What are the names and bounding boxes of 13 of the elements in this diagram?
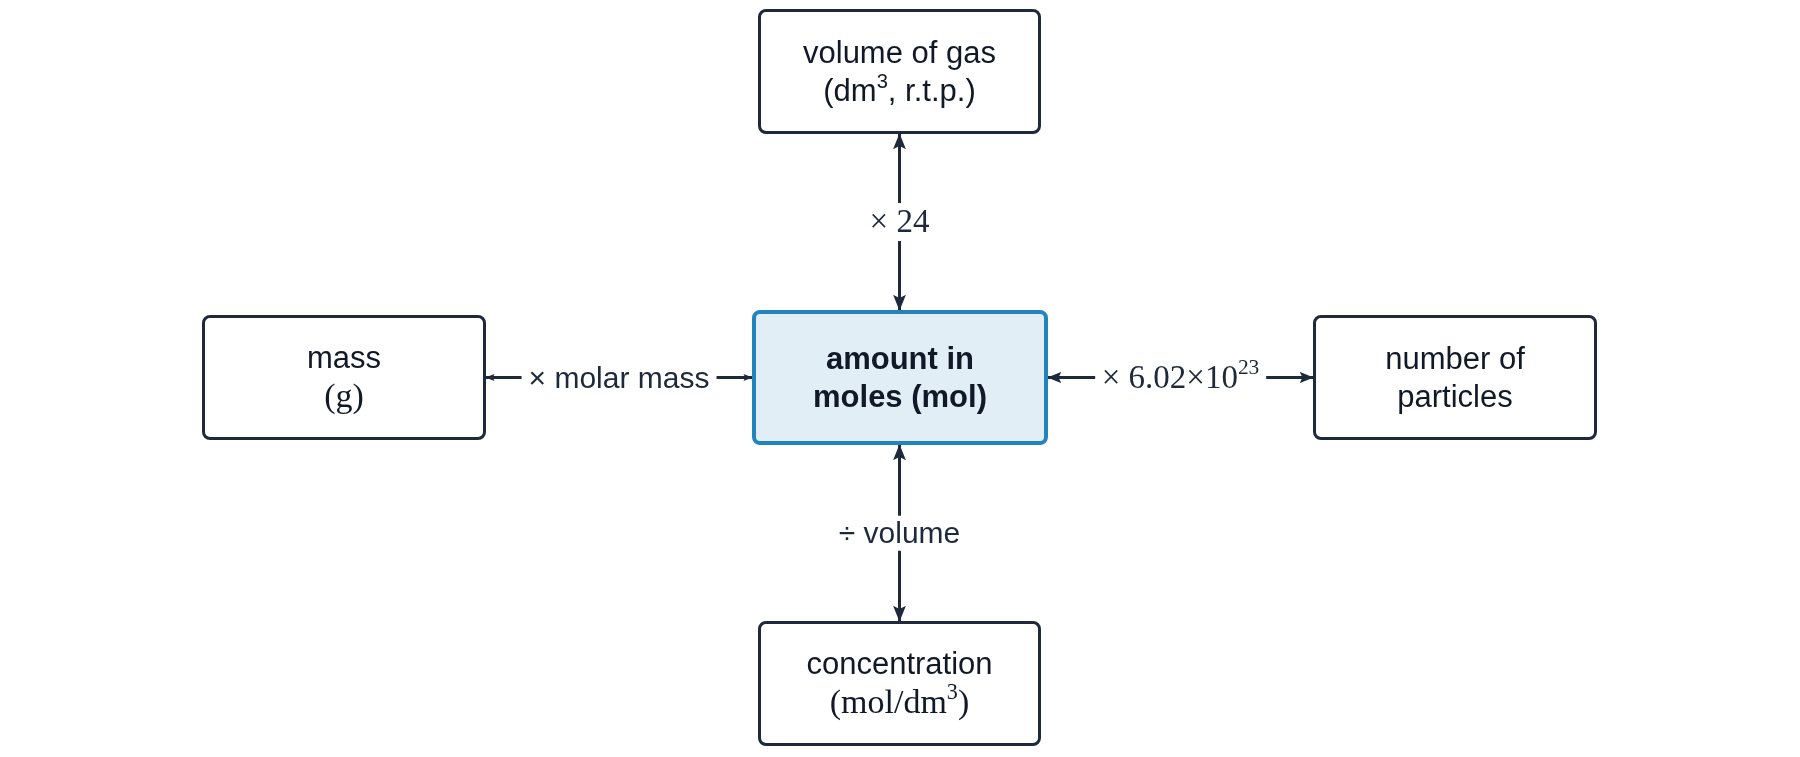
quantity-box xyxy=(1313,315,1597,440)
box-label: volume of gas xyxy=(803,34,996,72)
unit-label: (dm$^{3}$, r.t.p.) xyxy=(823,71,976,109)
box-title: amount in moles (mol) xyxy=(812,340,988,415)
quantity-box xyxy=(758,9,1041,134)
box-label: mass xyxy=(306,338,382,376)
quantity-box xyxy=(202,315,486,440)
box-label: concentration xyxy=(806,644,993,682)
highlighted-box xyxy=(752,310,1048,445)
unit-label: (mol/dm$^{3}$) xyxy=(829,681,970,722)
quantity-box xyxy=(758,621,1041,746)
box-label: number of particles xyxy=(1384,340,1526,415)
unit-label: (g) xyxy=(324,375,364,416)
